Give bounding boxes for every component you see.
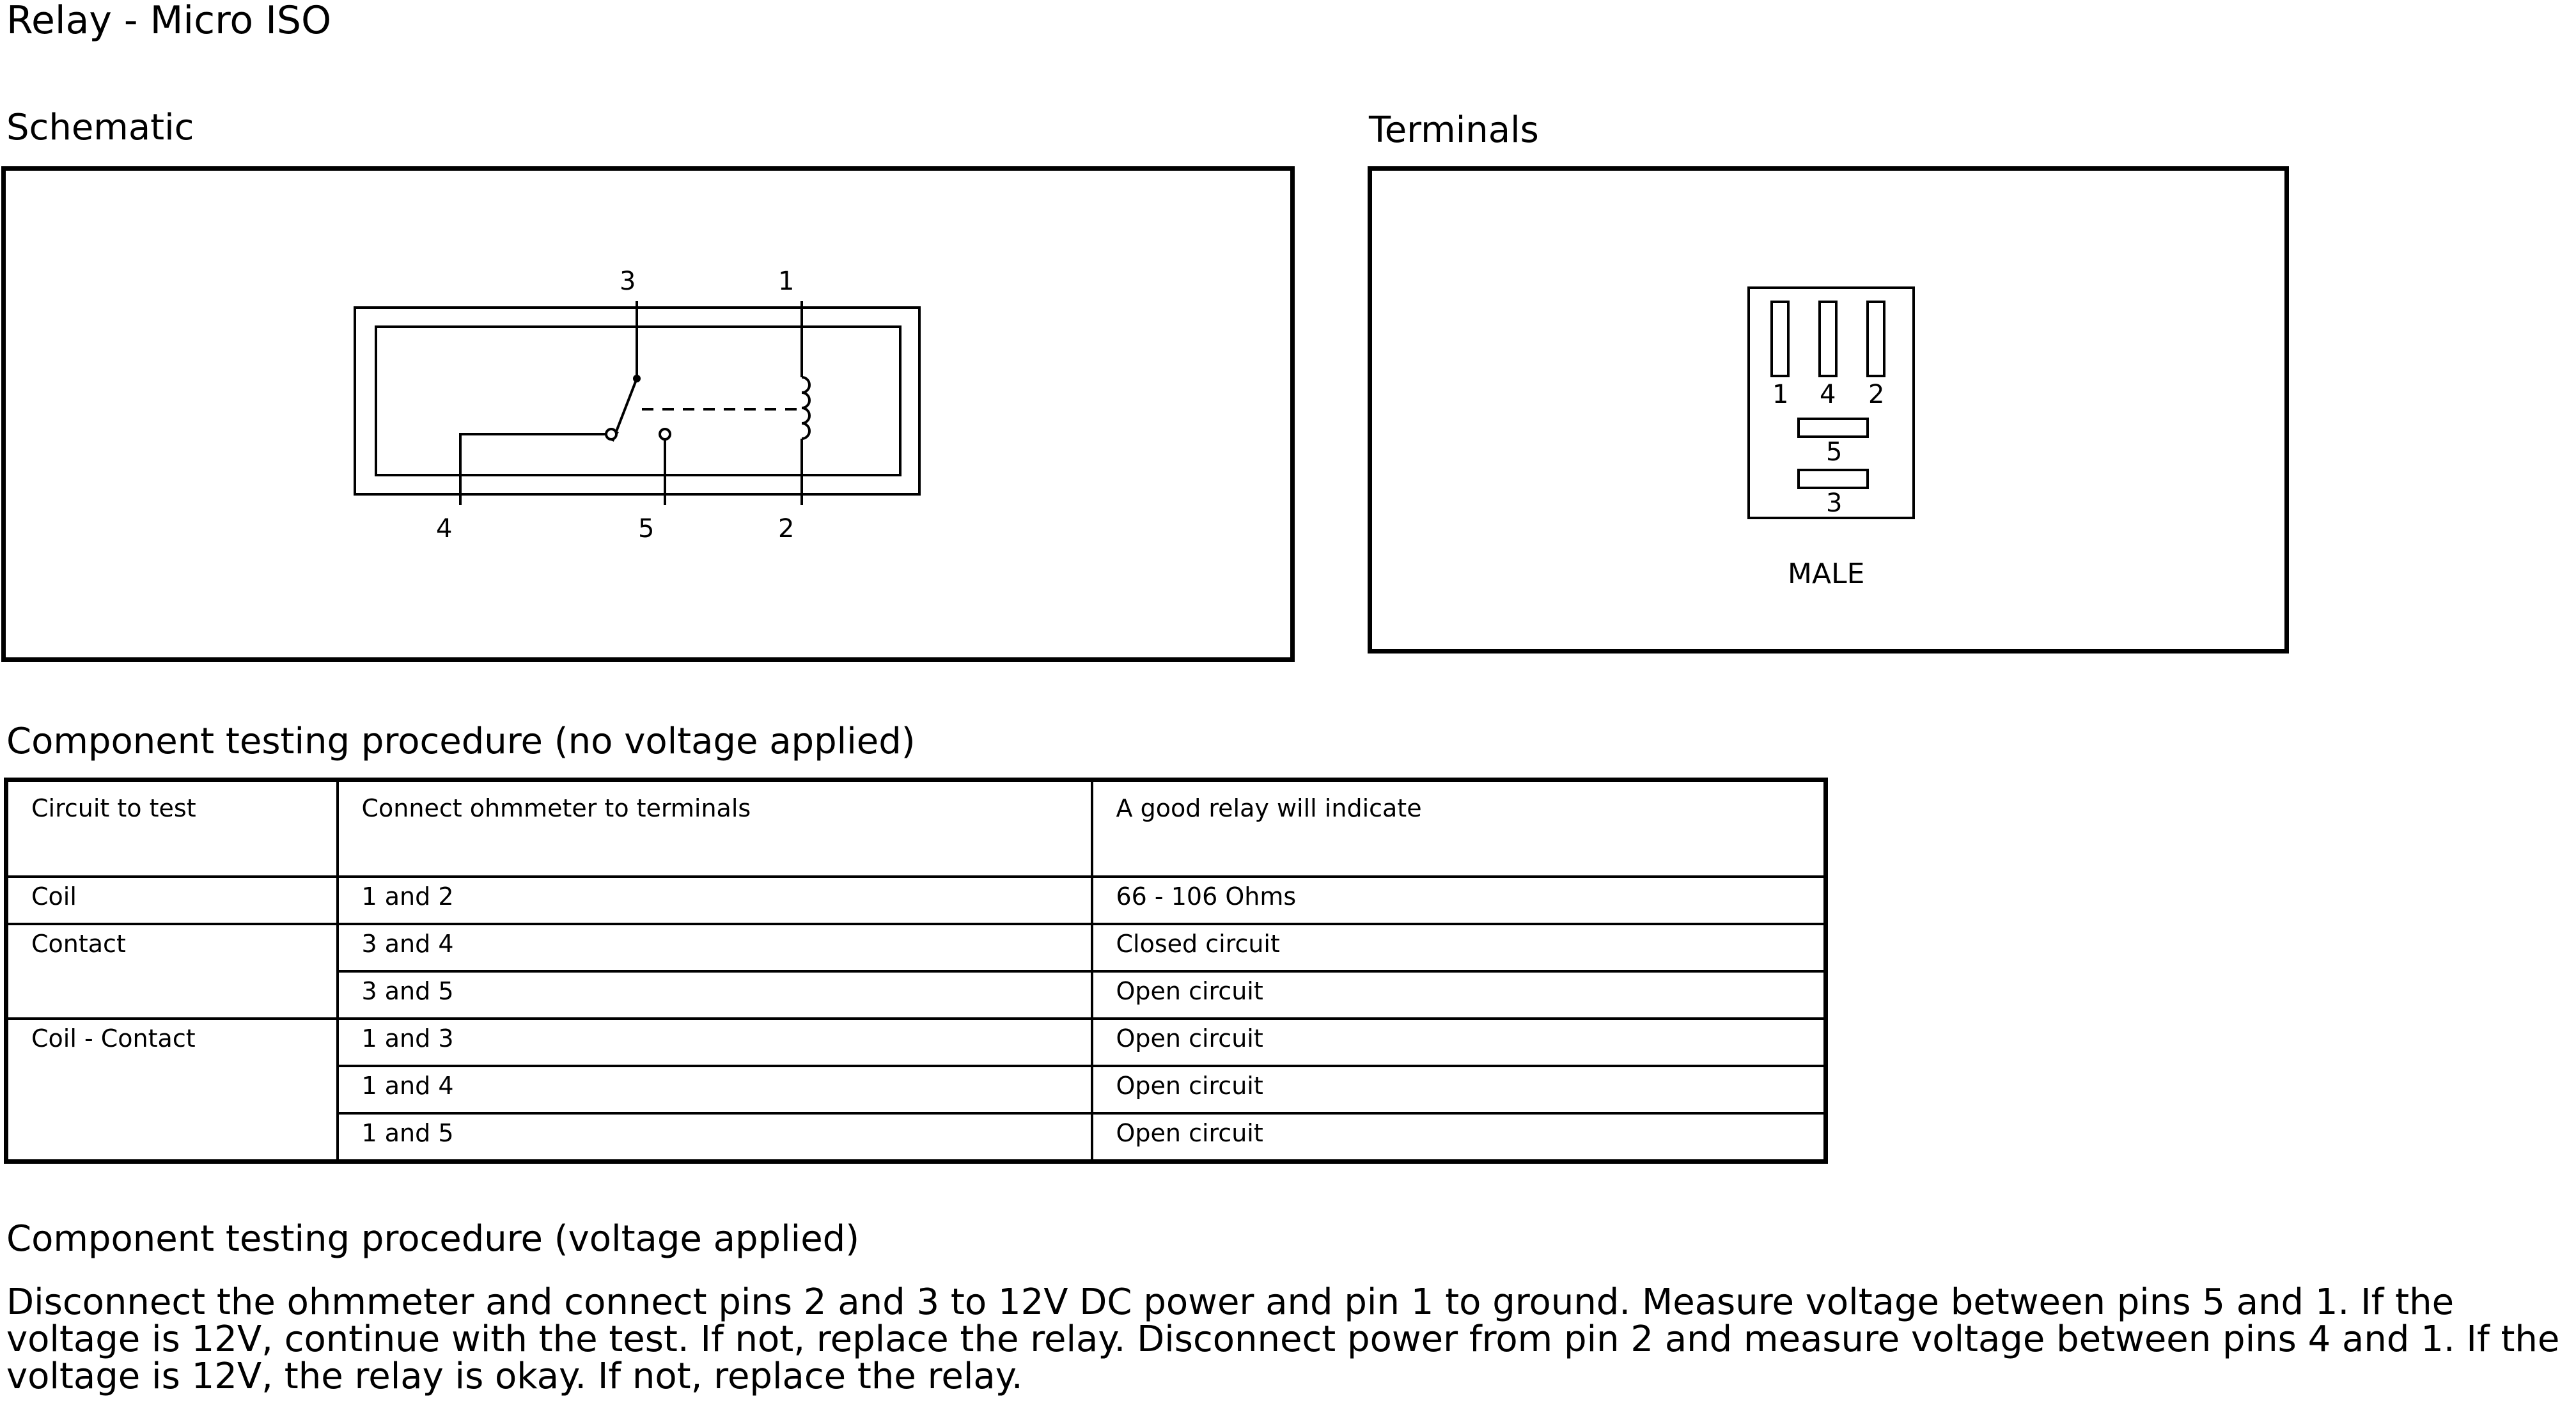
circuit-cell: Coil - Contact (4, 1017, 339, 1066)
table-header-row: Circuit to test Connect ohmmeter to term… (4, 778, 1827, 878)
terminals-cell: 3 and 5 (336, 970, 1093, 1020)
terminals-cell: 3 and 4 (336, 923, 1093, 973)
schematic-pin-2-label: 2 (778, 514, 794, 544)
terminal-label-2: 2 (1868, 380, 1884, 409)
column-header: Circuit to test (4, 778, 339, 878)
page-title: Relay - Micro ISO (6, 0, 332, 43)
relay-connector-body (1747, 286, 1915, 519)
result-cell: 66 - 106 Ohms (1090, 875, 1827, 925)
schematic-pin-3-label: 3 (620, 267, 636, 296)
result-cell: Open circuit (1090, 1017, 1827, 1067)
circuit-cell (4, 971, 339, 1020)
terminals-cell: 1 and 2 (336, 875, 1093, 925)
relay-schematic-diagram: 3 1 4 5 2 (354, 267, 921, 544)
no-voltage-test-table: Circuit to test Connect ohmmeter to term… (4, 778, 1828, 1164)
table-row: Coil - Contact 1 and 3 Open circuit (4, 1017, 1827, 1067)
result-cell: Open circuit (1090, 1112, 1827, 1163)
terminal-label-3: 3 (1826, 489, 1842, 518)
terminal-label-4: 4 (1820, 380, 1836, 409)
table-row: Contact 3 and 4 Closed circuit (4, 923, 1827, 973)
terminal-blade-2 (1866, 301, 1885, 377)
schematic-pin-4-label: 4 (436, 514, 452, 544)
contact-4 (605, 428, 618, 441)
pin-4-lead (459, 433, 607, 505)
table-row: 1 and 5 Open circuit (4, 1112, 1827, 1163)
circuit-cell (4, 1113, 339, 1163)
schematic-panel: 3 1 4 5 2 (1, 166, 1295, 662)
terminals-heading: Terminals (1369, 109, 1539, 151)
result-cell: Open circuit (1090, 1065, 1827, 1115)
terminals-cell: 1 and 4 (336, 1065, 1093, 1115)
table-row: Coil 1 and 2 66 - 106 Ohms (4, 875, 1827, 925)
terminals-panel: 1 4 2 5 3 MALE (1368, 166, 2289, 654)
table-row: 1 and 4 Open circuit (4, 1065, 1827, 1115)
column-header: Connect ohmmeter to terminals (336, 778, 1093, 878)
result-cell: Open circuit (1090, 970, 1827, 1020)
terminal-blade-4 (1818, 301, 1838, 377)
terminal-blade-5 (1797, 418, 1869, 438)
terminals-cell: 1 and 5 (336, 1112, 1093, 1163)
schematic-pin-1-label: 1 (778, 267, 794, 296)
no-voltage-heading: Component testing procedure (no voltage … (6, 721, 916, 762)
schematic-heading: Schematic (6, 107, 194, 148)
terminal-blade-1 (1770, 301, 1790, 377)
column-header: A good relay will indicate (1090, 778, 1827, 878)
terminal-caption: MALE (1788, 558, 1864, 590)
terminals-cell: 1 and 3 (336, 1017, 1093, 1067)
relay-terminal-layout: 1 4 2 5 3 MALE (1747, 286, 1915, 590)
terminal-label-1: 1 (1772, 380, 1788, 409)
relay-coil (801, 376, 811, 440)
terminal-label-5: 5 (1826, 437, 1842, 467)
contact-5 (659, 428, 671, 441)
circuit-cell: Contact (4, 923, 339, 971)
terminal-blade-3 (1797, 469, 1869, 489)
schematic-pin-5-label: 5 (638, 514, 654, 544)
result-cell: Closed circuit (1090, 923, 1827, 973)
voltage-heading: Component testing procedure (voltage app… (6, 1218, 860, 1260)
circuit-cell (4, 1066, 339, 1113)
voltage-procedure-text: Disconnect the ohmmeter and connect pins… (6, 1281, 2560, 1397)
table-row: 3 and 5 Open circuit (4, 970, 1827, 1020)
circuit-cell: Coil (4, 875, 339, 925)
